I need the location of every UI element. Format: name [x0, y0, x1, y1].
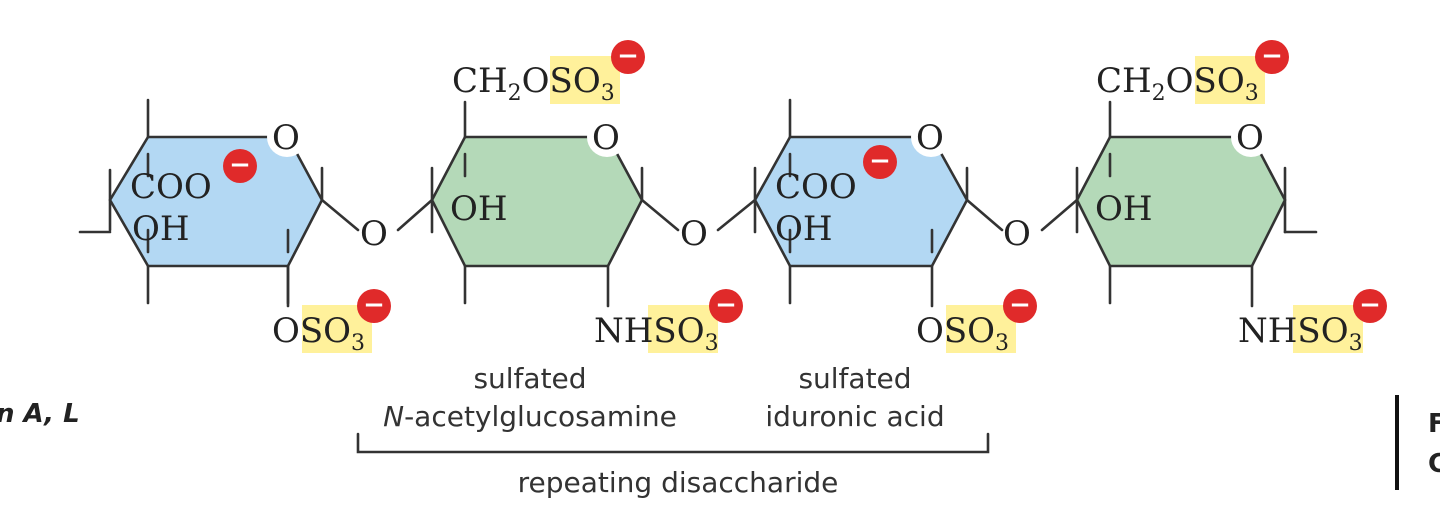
- ring-1-sulfate-group: OSO3: [272, 311, 365, 356]
- left-edge-text-fragment: n A, L: [0, 399, 80, 429]
- ring-4-top-group: CH2OSO3: [1096, 61, 1259, 106]
- negative-charge-icon: [1003, 289, 1037, 323]
- repeating-disaccharide-label: repeating disaccharide: [518, 466, 839, 499]
- glucosamine-label-line1: sulfated: [473, 362, 586, 395]
- ring-2-top-group: CH2OSO3: [452, 61, 615, 106]
- sulfate-highlight: [648, 305, 718, 353]
- ring-3-sulfate-group: OSO3: [916, 311, 1009, 356]
- glycosidic-oxygen-3: O: [1003, 214, 1031, 254]
- repeating-unit-bracket: [356, 432, 990, 454]
- ring-3-hydroxyl: OH: [775, 209, 833, 249]
- ring-1-hydroxyl: OH: [132, 209, 190, 249]
- ring-3-ring-oxygen: O: [916, 118, 944, 158]
- right-edge-text-fragment-top: F: [1428, 409, 1440, 439]
- ring-4-oxygen-gap: [1231, 117, 1271, 157]
- iduronic-label-line2: iduronic acid: [765, 400, 944, 433]
- ring-3-oxygen-gap: [911, 117, 951, 157]
- charge-symbol: −: [715, 290, 737, 320]
- ring-unit-1: O COO − OH OSO3 −: [78, 98, 391, 356]
- charge-symbol: −: [1261, 41, 1283, 71]
- ring-unit-2: O CH2OSO3 − OH NHSO3 −: [430, 40, 743, 356]
- ring-1-carboxyl: COO: [130, 167, 212, 207]
- charge-symbol: −: [1009, 290, 1031, 320]
- negative-charge-icon: [1353, 289, 1387, 323]
- glycosidic-oxygen-2: O: [680, 214, 708, 254]
- ring-1-ring-oxygen: O: [272, 118, 300, 158]
- ring-unit-3: O COO − OH OSO3 −: [753, 98, 1037, 356]
- ring-4-ring-oxygen: O: [1236, 118, 1264, 158]
- negative-charge-icon: [1255, 40, 1289, 74]
- ring-2-hydroxyl: OH: [450, 189, 508, 229]
- negative-charge-icon: [357, 289, 391, 323]
- sulfate-highlight: [1293, 305, 1363, 353]
- ring-2-oxygen-gap: [587, 117, 627, 157]
- charge-symbol: −: [869, 146, 891, 176]
- glucosamine-label-line2: N-acetylglucosamine: [383, 400, 677, 433]
- negative-charge-icon: [863, 145, 897, 179]
- charge-symbol: −: [617, 41, 639, 71]
- sulfate-highlight: [1195, 56, 1265, 104]
- ring-2-amine-sulfate: NHSO3: [594, 311, 719, 356]
- ring-4-amine-sulfate: NHSO3: [1238, 311, 1363, 356]
- ring-unit-4: O CH2OSO3 − OH NHSO3 −: [1075, 40, 1387, 356]
- iduronic-label-line1: sulfated: [798, 362, 911, 395]
- sulfate-highlight: [946, 305, 1016, 353]
- ring-1-oxygen-gap: [267, 117, 307, 157]
- ring-3-carboxyl: COO: [775, 167, 857, 207]
- charge-symbol: −: [1359, 290, 1381, 320]
- negative-charge-icon: [709, 289, 743, 323]
- sulfate-highlight: [550, 56, 620, 104]
- ring-4-hydroxyl: OH: [1095, 189, 1153, 229]
- right-edge-text-fragment-bottom: C: [1428, 449, 1440, 479]
- ring-2-ring-oxygen: O: [592, 118, 620, 158]
- glycosidic-oxygen-1: O: [360, 214, 388, 254]
- negative-charge-icon: [611, 40, 645, 74]
- charge-symbol: −: [363, 290, 385, 320]
- negative-charge-icon: [223, 149, 257, 183]
- charge-symbol: −: [229, 150, 251, 180]
